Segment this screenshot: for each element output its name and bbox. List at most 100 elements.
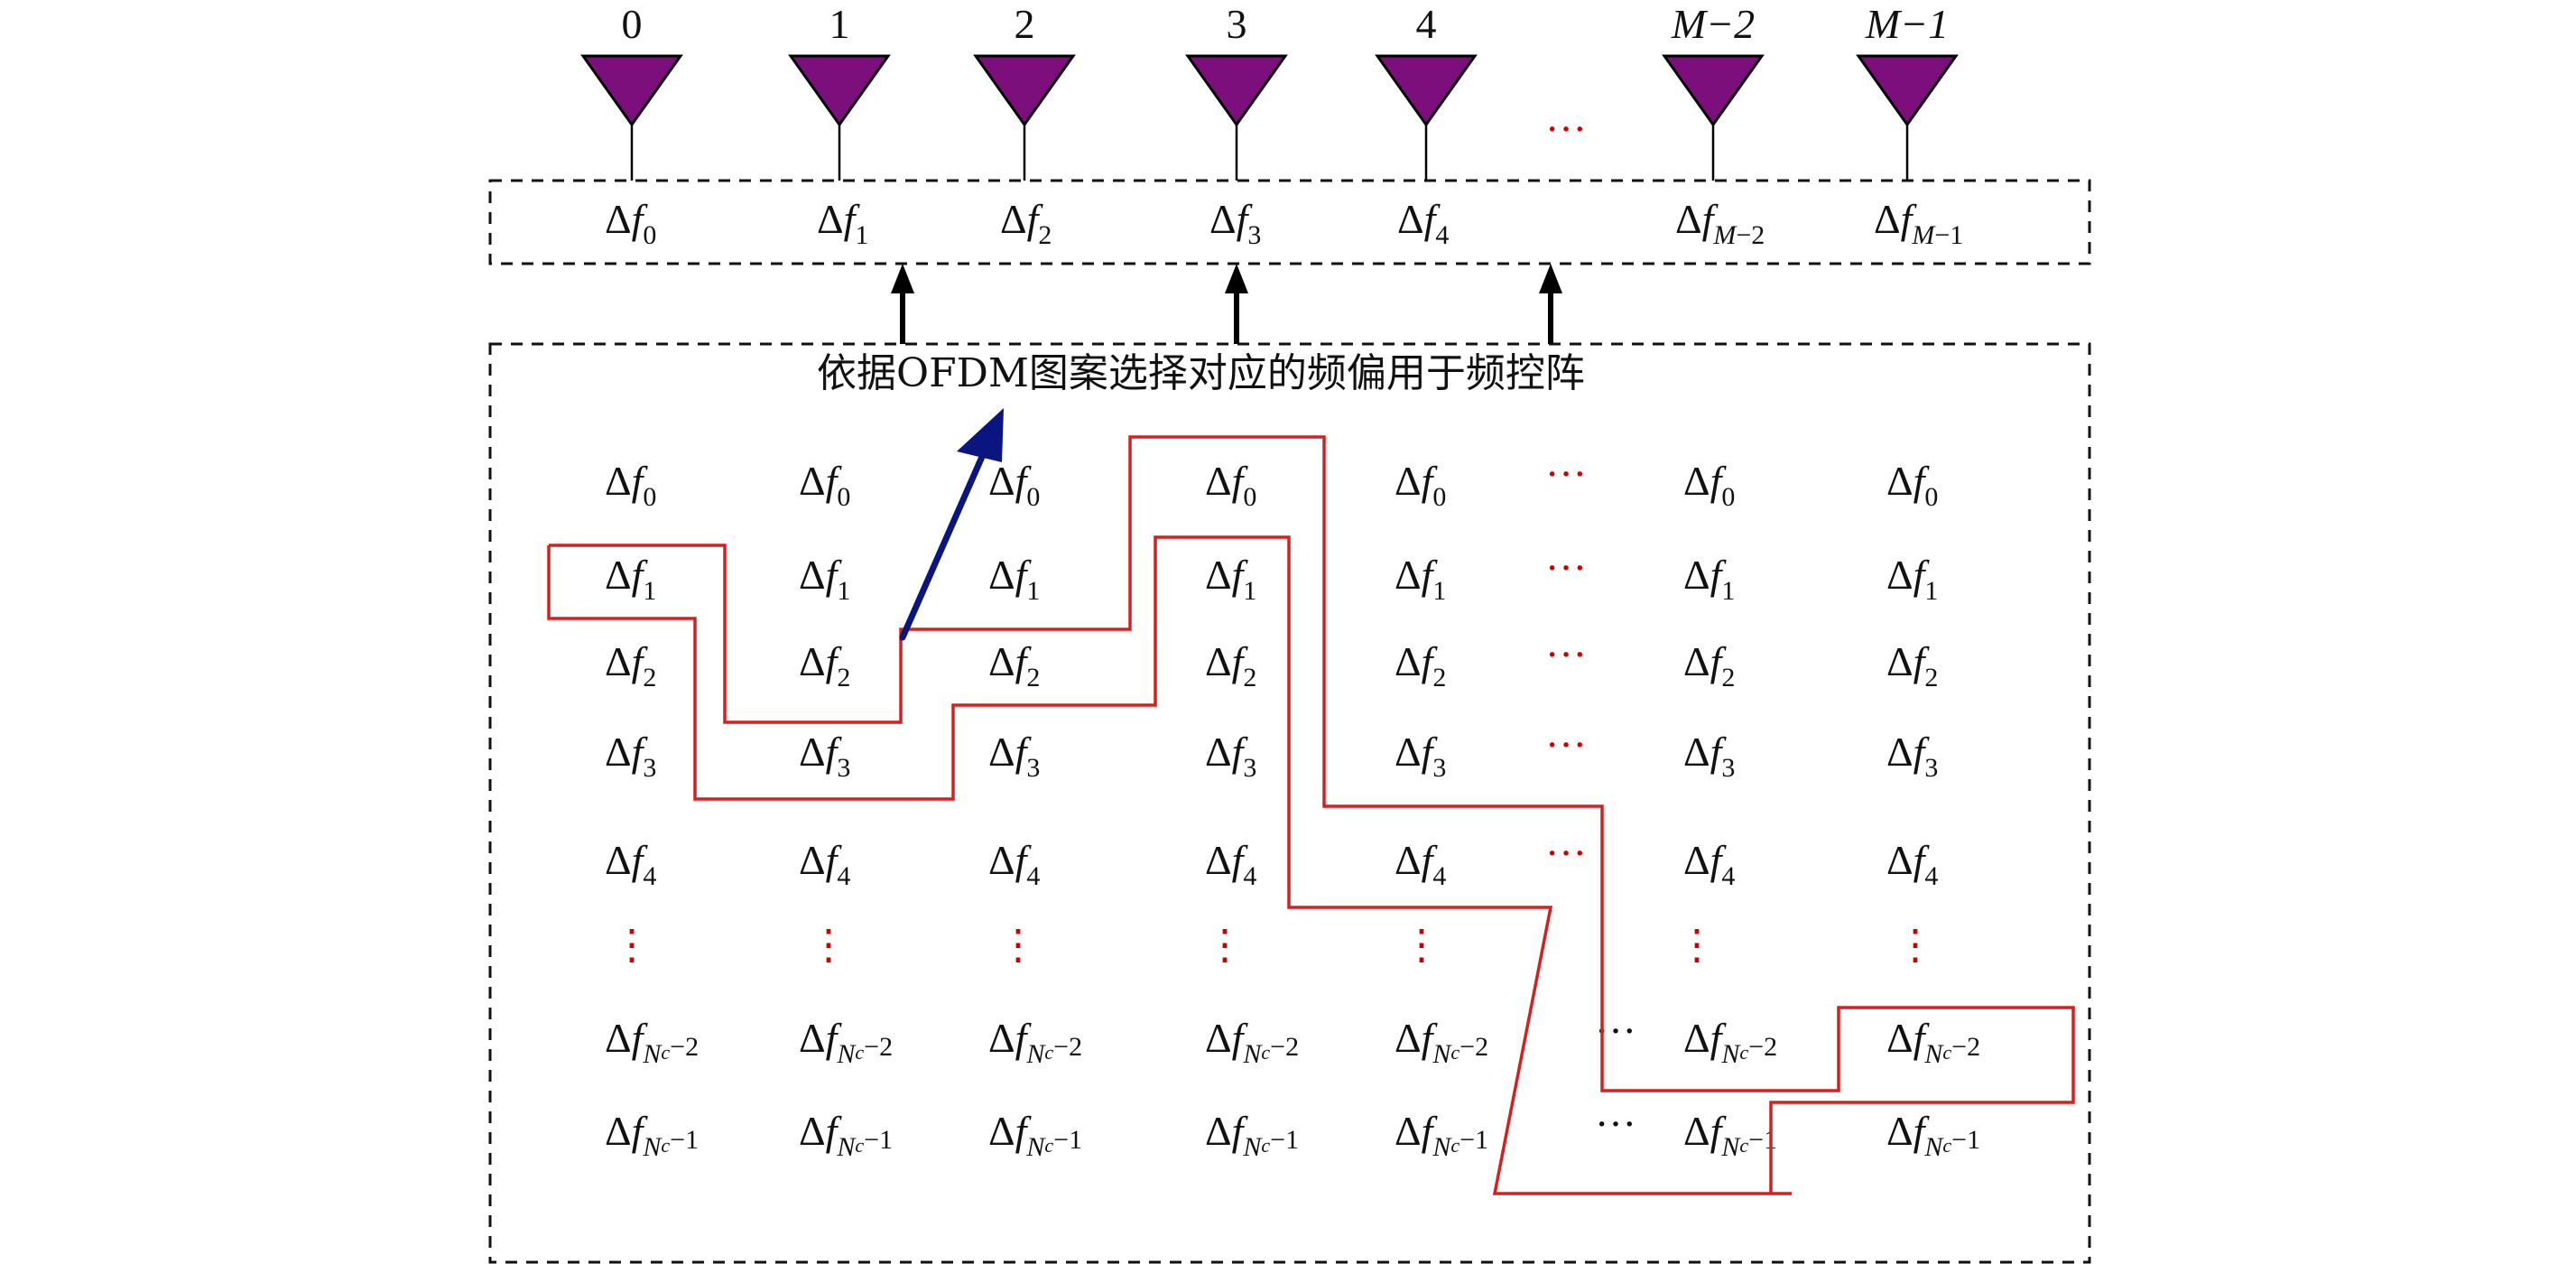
grid-cell-r5-c2: ΔfNc−2: [988, 1015, 1082, 1069]
grid-column-ellipsis: ⋮: [1676, 922, 1718, 968]
antenna-icon: [1375, 54, 1478, 127]
grid-column-ellipsis: ⋮: [1204, 922, 1246, 968]
grid-cell-r5-c3: ΔfNc−2: [1205, 1015, 1299, 1069]
grid-cell-r0-c5: Δf0: [1683, 458, 1735, 512]
grid-cell-r6-c1: ΔfNc−1: [799, 1108, 893, 1162]
grid-cell-r1-c5: Δf1: [1683, 552, 1735, 606]
grid-cell-r4-c2: Δf4: [988, 837, 1040, 891]
antenna-index-label: M−1: [1865, 1, 1949, 47]
pattern-path-1: [549, 435, 2075, 1194]
grid-cell-r3-c3: Δf3: [1205, 729, 1256, 783]
grid-cell-r1-c0: Δf1: [605, 552, 656, 606]
grid-cell-r1-c2: Δf1: [988, 552, 1040, 606]
antenna-icon: [1856, 54, 1959, 127]
grid-column-ellipsis: ⋮: [1895, 922, 1936, 968]
grid-cell-r1-c6: Δf1: [1886, 552, 1938, 606]
grid-column-ellipsis: ⋮: [808, 922, 849, 968]
grid-cell-r2-c0: Δf2: [605, 638, 656, 692]
grid-cell-r4-c6: Δf4: [1886, 837, 1938, 891]
grid-cell-r3-c4: Δf3: [1395, 729, 1446, 783]
antenna-index-label: 3: [1227, 1, 1247, 47]
grid-column-ellipsis: ⋮: [997, 922, 1039, 968]
feed-arrows: [891, 264, 1562, 344]
grid-cell-r1-c4: Δf1: [1395, 552, 1446, 606]
antenna-ellipsis: ···: [1545, 106, 1587, 152]
grid-cell-r6-c3: ΔfNc−1: [1205, 1108, 1299, 1162]
grid-cell-r3-c1: Δf3: [799, 729, 850, 783]
grid-cell-r1-c3: Δf1: [1205, 552, 1256, 606]
ofdm-pattern-box: [488, 342, 2091, 1264]
grid-cell-r4-c1: Δf4: [799, 837, 850, 891]
grid-row-ellipsis: ···: [1545, 544, 1587, 590]
antenna-icon: [1662, 54, 1765, 127]
grid-cell-r2-c2: Δf2: [988, 638, 1040, 692]
grid-cell-r3-c6: Δf3: [1886, 729, 1938, 783]
selection-caption: 依据OFDM图案选择对应的频偏用于频控阵: [817, 350, 1585, 396]
antenna-icon: [580, 54, 683, 127]
grid-cell-r0-c2: Δf0: [988, 458, 1040, 512]
antenna-index-label: M−2: [1671, 1, 1755, 47]
grid-cell-r4-c4: Δf4: [1395, 837, 1446, 891]
array-offset-box: [488, 179, 2091, 265]
selector-arrow: [899, 408, 1004, 641]
grid-cell-r6-c0: ΔfNc−1: [605, 1108, 699, 1162]
grid-cell-r0-c4: Δf0: [1395, 458, 1446, 512]
pattern-path-2: [547, 535, 1792, 1195]
grid-row-ellipsis: ···: [1545, 631, 1587, 677]
grid-cell-r4-c3: Δf4: [1205, 837, 1256, 891]
grid-cell-r0-c6: Δf0: [1886, 458, 1938, 512]
antenna-icon: [1185, 54, 1288, 127]
antenna-5: M−2: [1662, 1, 1765, 181]
grid-cell-r2-c4: Δf2: [1395, 638, 1446, 692]
grid-cell-r2-c3: Δf2: [1205, 638, 1256, 692]
grid-cell-r6-c2: ΔfNc−1: [988, 1108, 1082, 1162]
grid-cell-r6-c5: ΔfNc−1: [1683, 1108, 1777, 1162]
antenna-3: 3: [1185, 1, 1288, 181]
antenna-6: M−1: [1856, 1, 1959, 181]
grid-cell-r6-c4: ΔfNc−1: [1395, 1108, 1488, 1162]
antenna-index-label: 4: [1416, 1, 1437, 47]
grid-cell-r4-c0: Δf4: [605, 837, 656, 891]
grid-cell-r2-c5: Δf2: [1683, 638, 1735, 692]
grid-row-ellipsis: ···: [1545, 721, 1587, 767]
array-offset-5: ΔfM−2: [1675, 196, 1765, 250]
grid-cell-r5-c5: ΔfNc−2: [1683, 1015, 1777, 1069]
array-offset-1: Δf1: [817, 196, 868, 250]
array-offset-4: Δf4: [1397, 196, 1449, 250]
antenna-2: 2: [973, 1, 1076, 181]
grid-cell-r5-c4: ΔfNc−2: [1395, 1015, 1488, 1069]
antenna-0: 0: [580, 1, 683, 181]
grid-cell-r3-c0: Δf3: [605, 729, 656, 783]
antenna-icon: [788, 54, 891, 127]
grid-row-ellipsis: ···: [1545, 830, 1587, 876]
antenna-array: 0 1 2 3 4 M−2 M−1 ···: [580, 1, 1959, 181]
grid-cell-r6-c6: ΔfNc−1: [1886, 1108, 1980, 1162]
grid-cell-r3-c2: Δf3: [988, 729, 1040, 783]
grid-cell-r1-c1: Δf1: [799, 552, 850, 606]
grid-column-ellipsis: ⋮: [1401, 922, 1442, 968]
antenna-index-label: 1: [829, 1, 850, 47]
array-offset-2: Δf2: [1000, 196, 1052, 250]
grid-cell-r5-c0: ΔfNc−2: [605, 1015, 699, 1069]
antenna-4: 4: [1375, 1, 1478, 181]
antenna-1: 1: [788, 1, 891, 181]
antenna-index-label: 2: [1015, 1, 1035, 47]
grid-cell-r2-c1: Δf2: [799, 638, 850, 692]
grid-cell-r0-c1: Δf0: [799, 458, 850, 512]
grid-row-ellipsis: ···: [1545, 451, 1587, 497]
array-offset-3: Δf3: [1209, 196, 1261, 250]
grid-cell-r4-c5: Δf4: [1683, 837, 1735, 891]
grid-column-ellipsis: ⋮: [611, 922, 653, 968]
grid-cell-r2-c6: Δf2: [1886, 638, 1938, 692]
grid-cell-r5-c6: ΔfNc−2: [1886, 1015, 1980, 1069]
antenna-index-label: 0: [622, 1, 643, 47]
grid-row-ellipsis: ···: [1595, 1101, 1636, 1147]
grid-cell-r0-c3: Δf0: [1205, 458, 1256, 512]
grid-cell-r3-c5: Δf3: [1683, 729, 1735, 783]
array-offset-0: Δf0: [605, 196, 656, 250]
antenna-icon: [973, 54, 1076, 127]
grid-cell-r0-c0: Δf0: [605, 458, 656, 512]
